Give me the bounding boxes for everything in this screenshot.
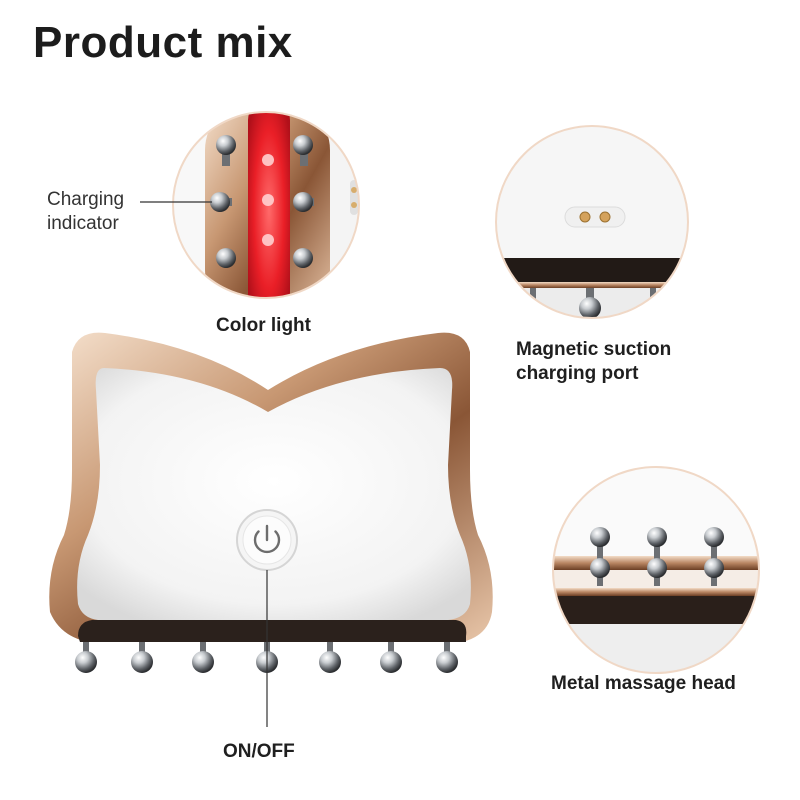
color-light-label: Color light (216, 315, 311, 336)
detail-metal-head (552, 466, 760, 674)
detail-color-light (172, 111, 360, 299)
main-device (49, 332, 493, 673)
chrome-pin (647, 558, 667, 586)
chrome-pin (590, 558, 610, 586)
chrome-pin (647, 527, 667, 560)
chrome-pin (293, 192, 314, 212)
detail-magnetic-port (495, 125, 689, 319)
metal-head-label: Metal massage head (551, 673, 736, 694)
chrome-pin (380, 642, 402, 673)
chrome-pin (293, 248, 313, 268)
charging-indicator-label: Charging indicator (47, 189, 125, 234)
chrome-pin (131, 642, 153, 673)
chrome-pin (579, 288, 601, 318)
power-button[interactable] (236, 509, 298, 571)
power-icon (253, 524, 281, 554)
magnetic-port-label: Magnetic suction charging port (516, 339, 672, 384)
chrome-pin (704, 527, 724, 560)
chrome-pin (216, 248, 236, 268)
chrome-pin (210, 192, 232, 212)
chrome-pin (75, 642, 97, 673)
chrome-pin (192, 642, 214, 673)
chrome-pin (590, 527, 610, 560)
on-off-label: ON/OFF (223, 741, 295, 762)
chrome-pin (704, 558, 724, 586)
chrome-pin (530, 288, 536, 302)
chrome-pin (436, 642, 458, 673)
chrome-pin (319, 642, 341, 673)
page-title: Product mix (33, 18, 293, 67)
chrome-pin (293, 135, 313, 166)
chrome-pin (216, 135, 236, 166)
